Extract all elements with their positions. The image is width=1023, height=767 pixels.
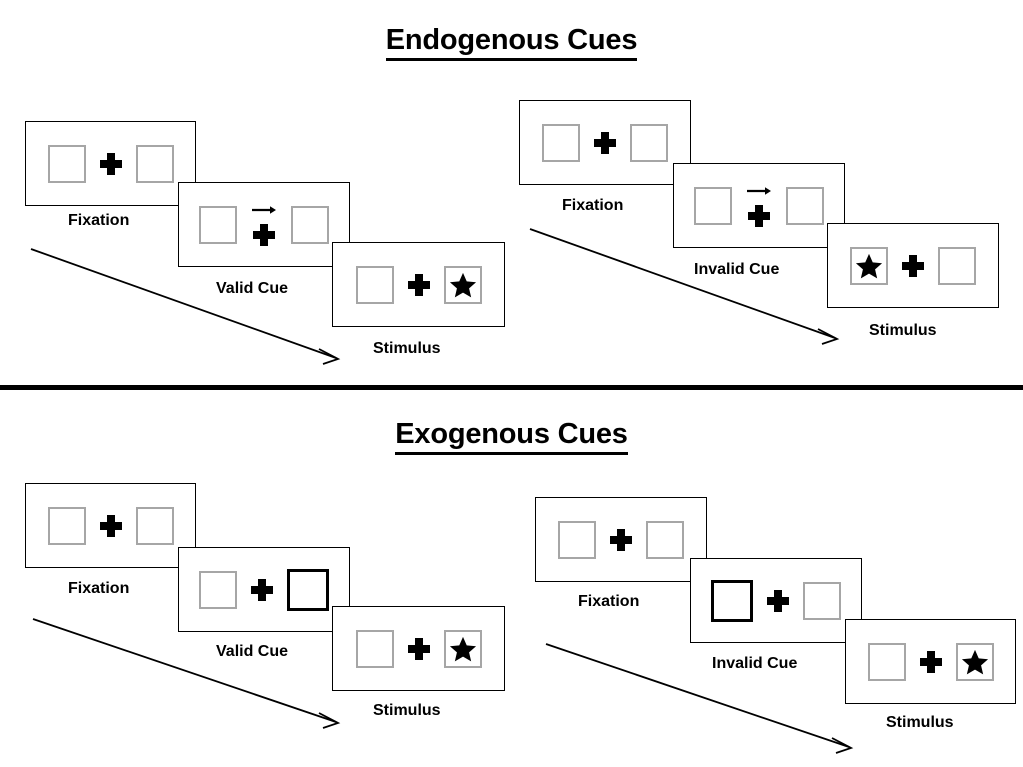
fixation-cross-icon xyxy=(748,204,770,227)
card-endogenous-valid-fixation xyxy=(25,121,196,206)
placeholder-box-right xyxy=(803,581,841,620)
placeholder-box-left xyxy=(542,123,580,162)
fixation-cross-icon xyxy=(99,152,122,175)
card-label-endogenous-invalid-fixation: Fixation xyxy=(562,197,624,214)
card-endogenous-invalid-cue xyxy=(673,163,845,248)
placeholder-box-right-target xyxy=(443,629,482,668)
card-label-exogenous-invalid-cue: Invalid Cue xyxy=(712,655,798,672)
placeholder-box-right xyxy=(646,520,684,559)
fixation-cross-icon xyxy=(99,514,122,537)
card-label-endogenous-valid-cue: Valid Cue xyxy=(216,280,289,297)
card-label-endogenous-invalid-cue: Invalid Cue xyxy=(694,261,780,278)
section-title-exogenous-text: Exogenous Cues xyxy=(395,418,628,455)
card-endogenous-invalid-fixation xyxy=(519,100,691,185)
card-exogenous-valid-cue xyxy=(178,547,350,632)
fixation-cross-icon xyxy=(919,650,942,673)
fixation-cross-icon xyxy=(253,223,275,246)
placeholder-box-right xyxy=(786,186,824,225)
fixation-cross-icon xyxy=(610,528,632,551)
placeholder-box-left xyxy=(47,506,86,545)
placeholder-box-left xyxy=(694,186,732,225)
placeholder-box-left xyxy=(355,265,394,304)
fixation-cross-icon xyxy=(902,254,924,277)
section-title-endogenous: Endogenous Cues xyxy=(0,24,1023,61)
section-title-exogenous: Exogenous Cues xyxy=(0,418,1023,455)
fixation-cross-icon xyxy=(594,131,616,154)
card-endogenous-valid-cue xyxy=(178,182,350,267)
star-icon xyxy=(855,253,883,278)
placeholder-box-left xyxy=(867,642,906,681)
card-exogenous-valid-fixation xyxy=(25,483,196,568)
cue-arrow-and-cross xyxy=(251,204,277,246)
card-exogenous-invalid-fixation xyxy=(535,497,707,582)
placeholder-box-right-target xyxy=(955,642,994,681)
placeholder-box-right-cued xyxy=(287,568,329,611)
placeholder-box-left xyxy=(558,520,596,559)
cue-arrow-and-cross xyxy=(746,185,772,227)
section-divider xyxy=(0,385,1023,390)
card-endogenous-invalid-stimulus xyxy=(827,223,999,308)
section-title-endogenous-text: Endogenous Cues xyxy=(385,24,637,61)
star-icon xyxy=(961,649,988,674)
placeholder-box-left-cued xyxy=(711,579,753,622)
placeholder-box-left xyxy=(199,570,237,609)
fixation-cross-icon xyxy=(251,578,273,601)
fixation-cross-icon xyxy=(767,589,789,612)
placeholder-box-left xyxy=(199,205,237,244)
card-label-exogenous-invalid-stimulus: Stimulus xyxy=(886,714,954,731)
placeholder-box-right xyxy=(135,144,174,183)
card-exogenous-invalid-cue xyxy=(690,558,862,643)
placeholder-box-right-target xyxy=(443,265,482,304)
card-label-exogenous-valid-fixation: Fixation xyxy=(68,580,130,597)
fixation-cross-icon xyxy=(407,273,430,296)
card-exogenous-valid-stimulus xyxy=(332,606,505,691)
star-icon xyxy=(449,272,476,297)
right-arrow-cue-icon xyxy=(252,205,276,214)
placeholder-box-left-target xyxy=(850,246,888,285)
placeholder-box-right xyxy=(291,205,329,244)
right-arrow-cue-icon xyxy=(747,186,771,195)
placeholder-box-right xyxy=(135,506,174,545)
card-label-exogenous-valid-cue: Valid Cue xyxy=(216,643,289,660)
placeholder-box-right xyxy=(630,123,668,162)
placeholder-box-left xyxy=(355,629,394,668)
placeholder-box-right xyxy=(938,246,976,285)
star-icon xyxy=(449,636,476,661)
card-label-endogenous-invalid-stimulus: Stimulus xyxy=(869,322,937,339)
card-label-exogenous-valid-stimulus: Stimulus xyxy=(373,702,441,719)
fixation-cross-icon xyxy=(407,637,430,660)
placeholder-box-left xyxy=(47,144,86,183)
time-flow-arrow-icon xyxy=(32,618,341,729)
card-label-exogenous-invalid-fixation: Fixation xyxy=(578,593,640,610)
card-endogenous-valid-stimulus xyxy=(332,242,505,327)
card-label-endogenous-valid-stimulus: Stimulus xyxy=(373,340,441,357)
card-label-endogenous-valid-fixation: Fixation xyxy=(68,212,130,229)
card-exogenous-invalid-stimulus xyxy=(845,619,1016,704)
time-flow-arrow-icon xyxy=(545,643,854,754)
